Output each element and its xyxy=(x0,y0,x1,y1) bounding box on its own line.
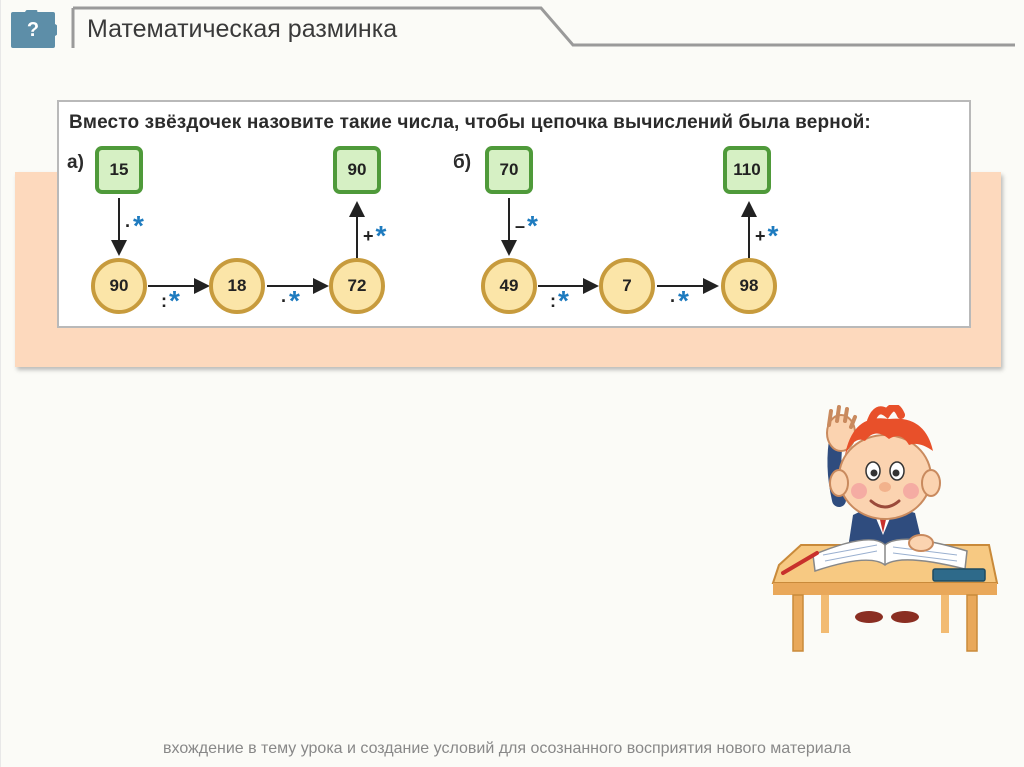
task-instruction: Вместо звёздочек назовите такие числа, ч… xyxy=(69,112,871,133)
chain-a-node-1: 90 xyxy=(91,258,147,314)
header-rule xyxy=(71,6,1015,48)
chain-b-node-3: 98 xyxy=(721,258,777,314)
op-symbol: + xyxy=(755,225,766,246)
star-placeholder: * xyxy=(169,285,180,316)
chain-a-label: а) xyxy=(67,152,84,173)
star-placeholder: * xyxy=(375,220,387,251)
star-placeholder: * xyxy=(678,285,689,316)
chain-a-op-3: · * xyxy=(281,287,300,315)
chain-b-label: б) xyxy=(453,152,472,173)
chain-b-op-1: – * xyxy=(515,212,538,240)
chain-b-op-4: + * xyxy=(755,222,778,250)
help-puzzle-icon[interactable]: ? xyxy=(9,8,59,50)
op-symbol: : xyxy=(161,290,167,311)
chain-b-node-1: 49 xyxy=(481,258,537,314)
chain-a-op-1: · * xyxy=(125,212,144,240)
op-symbol: : xyxy=(550,290,556,311)
page-title: Математическая разминка xyxy=(87,15,398,43)
op-symbol: · xyxy=(125,215,131,236)
chain-b-op-3: · * xyxy=(670,287,689,315)
chain-b-node-2: 7 xyxy=(599,258,655,314)
star-placeholder: * xyxy=(133,210,144,241)
chain-a-node-3: 72 xyxy=(329,258,385,314)
chain-a-op-4: + * xyxy=(363,222,386,250)
footer-caption: вхождение в тему урока и создание услови… xyxy=(163,740,851,757)
op-symbol: – xyxy=(515,215,526,236)
star-placeholder: * xyxy=(289,285,300,316)
chain-a-start-box: 15 xyxy=(95,146,143,194)
help-symbol: ? xyxy=(26,18,40,41)
star-placeholder: * xyxy=(527,210,538,241)
op-symbol: · xyxy=(670,290,676,311)
chain-b-op-2: : * xyxy=(550,287,569,315)
chain-a-node-2: 18 xyxy=(209,258,265,314)
star-placeholder: * xyxy=(558,285,569,316)
schoolboy-at-desk-illustration xyxy=(771,405,999,652)
chain-b-end-box: 110 xyxy=(723,146,771,194)
chain-a-end-box: 90 xyxy=(333,146,381,194)
chain-b-start-box: 70 xyxy=(485,146,533,194)
chain-a-op-2: : * xyxy=(161,287,180,315)
star-placeholder: * xyxy=(767,220,779,251)
op-symbol: + xyxy=(363,225,374,246)
op-symbol: · xyxy=(281,290,287,311)
